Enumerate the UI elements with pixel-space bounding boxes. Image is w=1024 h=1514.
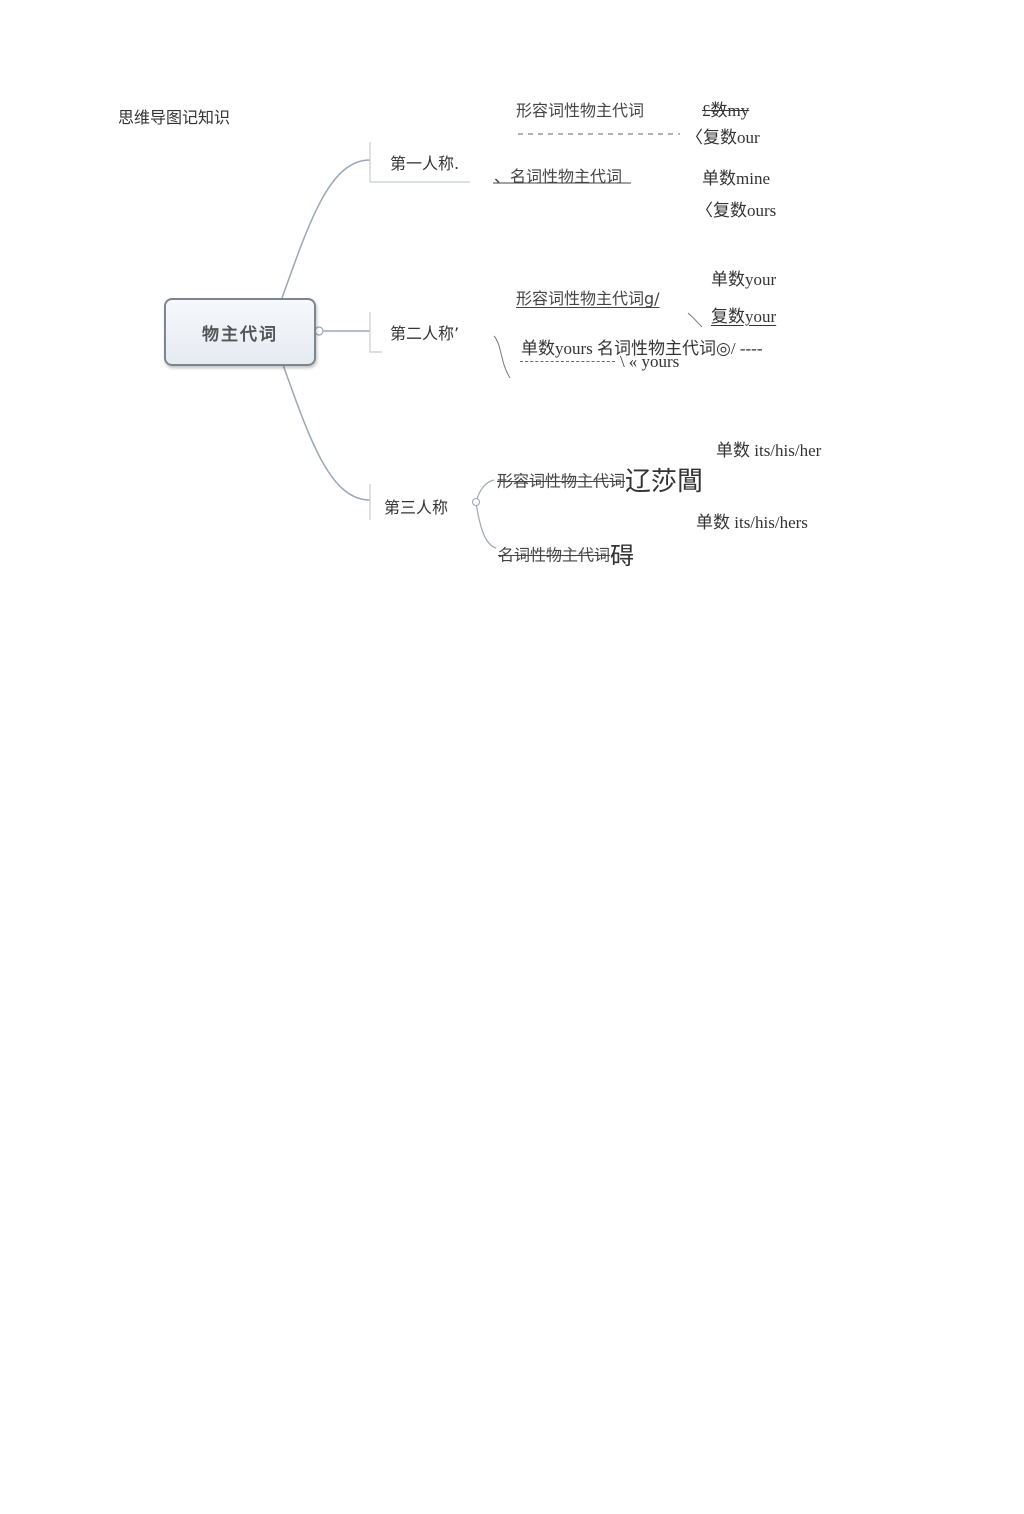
branch-1-item-1-label: 形容词性物主代词	[516, 101, 645, 120]
connector-root-branch-1	[281, 159, 371, 299]
branch-third-person[interactable]: 第三人称	[366, 486, 454, 526]
branch-1-frame	[369, 142, 470, 183]
branch-3-item-1-singular: 单数 its/his/her	[716, 441, 822, 460]
branch-2-dash	[520, 361, 615, 362]
branch-2-item-2-label: 单数yours 名词性物主代词◎/ ----	[521, 339, 763, 358]
branch-1-item-1-singular: £数my	[702, 101, 750, 120]
branch-1-item-2-plural: 〈复数ours	[696, 201, 777, 220]
branch-label: 第三人称	[384, 498, 449, 517]
branch-first-person[interactable]: 第一人称.	[372, 142, 465, 182]
branch-2-brace	[493, 335, 511, 379]
branch-2-item-1-label: 形容词性物主代词g/	[516, 289, 660, 308]
branch-3-item-1: 形容词性物主代词辽莎閶	[497, 461, 703, 498]
branch-3-fork-up	[475, 479, 495, 503]
branch-2-item-1-plural: 复数your	[711, 307, 777, 326]
branch-label: 第二人称’	[390, 324, 460, 343]
branch-label: 第一人称.	[390, 154, 460, 173]
branch-2-item-2-plural: « yours	[628, 352, 680, 371]
branch-3-item-1-glyph: 辽莎閶	[625, 467, 704, 497]
connector-root-dot	[314, 326, 324, 336]
branch-3-fork-down	[475, 501, 497, 549]
branch-3-item-1-label: 形容词性物主代词	[497, 471, 626, 491]
branch-1-item-1-plural: 〈复数our	[686, 128, 760, 147]
connector-root-branch-3	[281, 361, 371, 501]
branch-2-arrow	[687, 312, 703, 328]
root-label: 物主代词	[202, 324, 278, 345]
branch-2-backslash: \	[620, 352, 625, 371]
page-title: 思维导图记知识	[118, 108, 231, 127]
branch-3-item-2-label: 名词性物主代词	[498, 545, 611, 565]
branch-3-item-2-glyph: 碍	[610, 542, 635, 570]
branch-2-item-1-singular: 单数your	[711, 270, 777, 289]
branch-1-item-2-singular: 单数mine	[702, 169, 770, 188]
branch-3-item-2: 名词性物主代词碍	[498, 536, 634, 571]
branch-3-item-2-singular: 单数 its/his/hers	[696, 513, 808, 532]
branch-2-frame	[369, 312, 382, 353]
branch-second-person[interactable]: 第二人称’	[372, 312, 465, 352]
branch-3-dot	[471, 497, 481, 507]
root-node[interactable]: 物主代词	[164, 298, 316, 366]
branch-1-item-2-label: 、名词性物主代词	[494, 167, 623, 186]
